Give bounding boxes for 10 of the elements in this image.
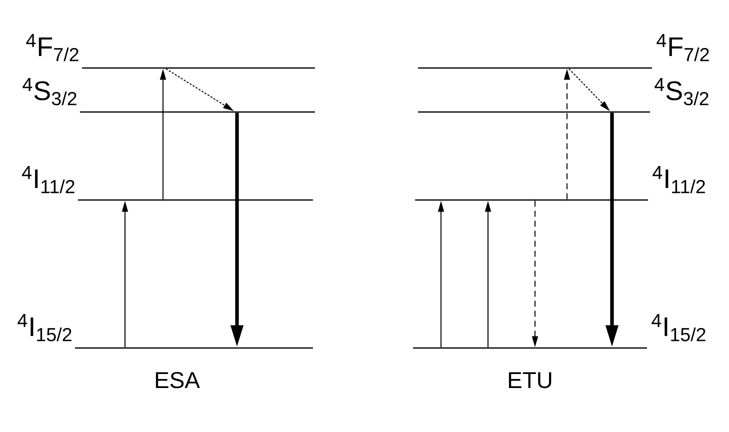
level-label: $^{4}$S$_{3/2}$ [22,78,76,106]
level-label: $^{4}$I$_{15/2}$ [18,314,72,342]
scheme-label: ESA [156,372,200,388]
level-label: $^{4}$F$_{7/2}$ [26,34,78,62]
level-label: $^{4}$I$_{15/2}$ [652,314,706,342]
level-label: $^{4}$I$_{11/2}$ [22,166,74,194]
level-label: $^{4}$S$_{3/2}$ [654,78,708,106]
scheme-label: ETU [508,372,552,388]
level-label: $^{4}$I$_{11/2}$ [652,166,705,194]
level-label: $^{4}$F$_{7/2}$ [656,34,709,62]
